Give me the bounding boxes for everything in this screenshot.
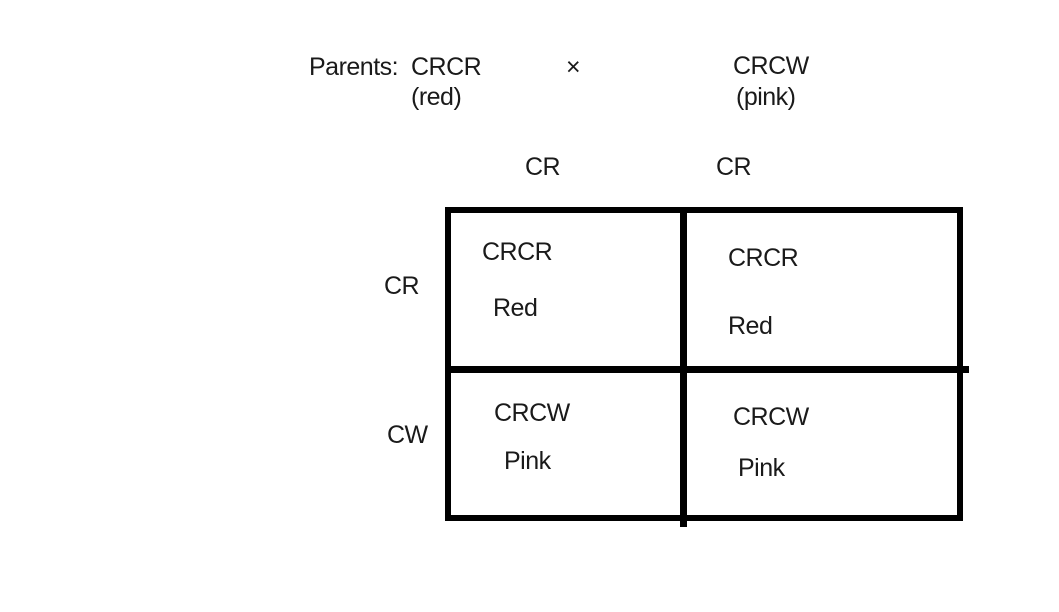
parents-label: Parents: bbox=[309, 53, 399, 81]
punnett-grid-outer-border bbox=[445, 207, 963, 521]
parent1-phenotype: (red) bbox=[411, 83, 462, 111]
row-header-gamete-2: CW bbox=[387, 421, 428, 449]
parent2-phenotype: (pink) bbox=[736, 83, 796, 111]
cross-symbol: × bbox=[566, 53, 581, 81]
column-header-gamete-1: CR bbox=[525, 153, 561, 181]
cell-top-right-genotype: CRCR bbox=[728, 244, 799, 272]
cell-bottom-left-genotype: CRCW bbox=[494, 399, 570, 427]
cell-top-left-genotype: CRCR bbox=[482, 238, 553, 266]
cell-top-left-phenotype: Red bbox=[493, 294, 538, 322]
punnett-grid-horizontal-divider bbox=[445, 366, 969, 373]
column-header-gamete-2: CR bbox=[716, 153, 752, 181]
cell-bottom-right-phenotype: Pink bbox=[738, 454, 785, 482]
row-header-gamete-1: CR bbox=[384, 272, 420, 300]
cell-bottom-right-genotype: CRCW bbox=[733, 403, 809, 431]
cell-bottom-left-phenotype: Pink bbox=[504, 447, 551, 475]
cell-top-right-phenotype: Red bbox=[728, 312, 773, 340]
parent2-genotype: CRCW bbox=[733, 52, 809, 80]
parent1-genotype: CRCR bbox=[411, 53, 482, 81]
